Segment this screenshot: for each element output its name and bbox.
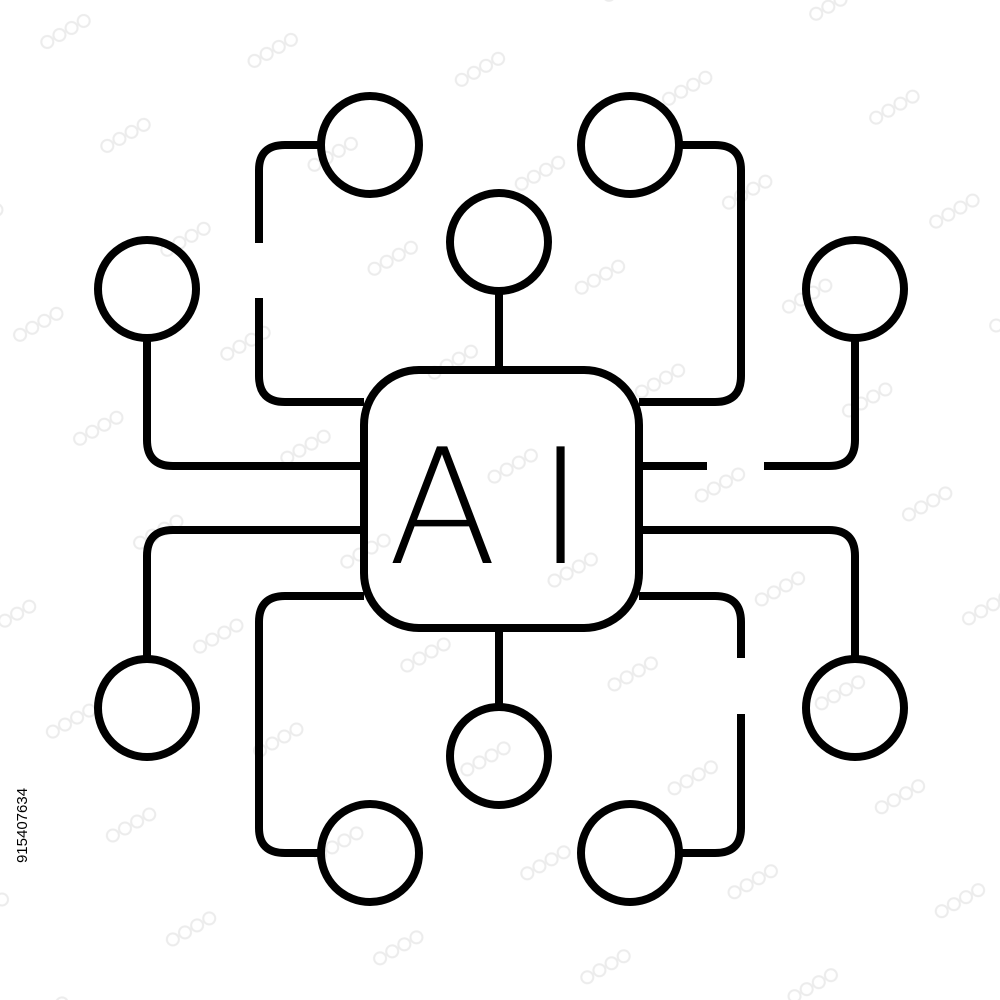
connector-lower-right (639, 592, 745, 857)
connector-right-low (639, 526, 859, 658)
node-bottom-center (446, 703, 552, 809)
connector-upper-left (255, 141, 364, 406)
node-top-left (317, 92, 423, 198)
connector-right-mid (639, 339, 859, 470)
node-lower-left (94, 655, 200, 761)
node-top-center (446, 189, 552, 295)
chip-label: AI (388, 414, 625, 601)
node-upper-left (94, 236, 200, 342)
node-circles (94, 92, 908, 906)
node-lower-right (802, 655, 908, 761)
stock-id-label: 915407634 (10, 750, 36, 900)
connector-left-low (143, 526, 364, 658)
stock-id-text: 915407634 (14, 787, 32, 863)
node-bottom-right (577, 800, 683, 906)
connector-left-mid (143, 339, 364, 470)
node-bottom-left (317, 800, 423, 906)
connector-upper-right (639, 141, 745, 406)
node-upper-right (802, 236, 908, 342)
connector-lines (143, 141, 859, 857)
node-top-right (577, 92, 683, 198)
connector-lower-left (255, 592, 364, 857)
ai-chip (360, 366, 643, 632)
